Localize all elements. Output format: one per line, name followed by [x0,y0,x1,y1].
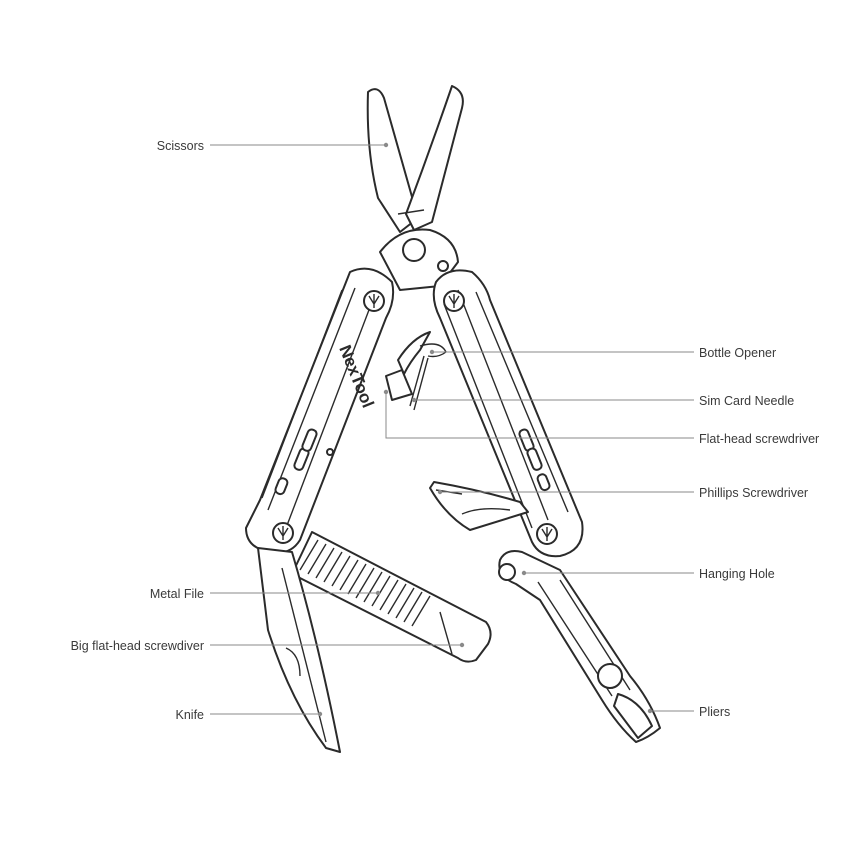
label-sim-card-needle: Sim Card Needle [699,394,795,408]
pliers-drawing [498,550,661,743]
label-scissors: Scissors [156,139,204,153]
label-flat-head-screwdriver: Flat-head screwdriver [699,432,820,446]
label-bottle-opener: Bottle Opener [699,346,777,360]
label-pliers: Pliers [699,705,731,719]
label-big-flat-head-screwdriver: Big flat-head screwdiver [70,639,204,653]
right-handle-drawing [432,269,584,558]
label-hanging-hole: Hanging Hole [699,567,775,581]
scissors-drawing [366,85,464,291]
phillips-drawing [429,481,529,531]
label-knife: Knife [175,708,205,722]
leader-lines [210,142,694,717]
metal-file-drawing [291,531,492,663]
label-metal-file: Metal File [149,587,204,601]
left-handle-drawing: NexTool [245,267,395,554]
label-phillips-screwdriver: Phillips Screwdriver [699,486,809,500]
center-tools-drawing [385,331,447,411]
